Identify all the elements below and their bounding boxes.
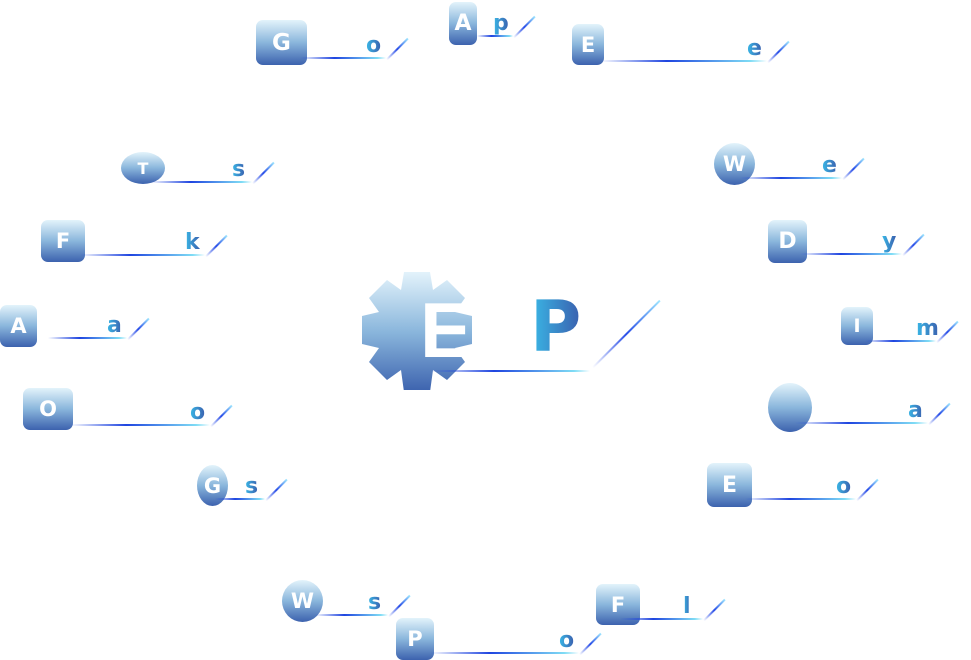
headset-icon bbox=[768, 383, 812, 432]
center-first-letter: E bbox=[420, 286, 472, 374]
node-last-letter: m bbox=[916, 316, 939, 341]
center-underline bbox=[430, 370, 590, 372]
node-last-letter: k bbox=[185, 230, 200, 255]
node-last-letter: s bbox=[232, 157, 246, 182]
node-last-letter: o bbox=[559, 628, 575, 653]
list-edit-icon: E bbox=[707, 463, 752, 507]
node-accent-slash bbox=[703, 598, 726, 622]
node-last-letter: e bbox=[822, 153, 837, 178]
heart-check-icon: T bbox=[121, 152, 165, 184]
mobile-phone-icon: A bbox=[449, 2, 477, 45]
node-underline bbox=[80, 254, 205, 256]
receipt-dollar-icon: P bbox=[396, 618, 434, 660]
node-first-letter: G bbox=[203, 473, 222, 498]
node-last-letter: o bbox=[190, 400, 206, 425]
node-accent-slash bbox=[205, 234, 228, 258]
node-accent-slash bbox=[265, 478, 288, 502]
node-first-letter: F bbox=[55, 229, 71, 253]
node-first-letter: A bbox=[454, 11, 472, 36]
node-underline bbox=[600, 60, 767, 62]
node-last-letter: l bbox=[683, 594, 691, 619]
node-first-letter: I bbox=[853, 315, 861, 337]
node-first-letter: W bbox=[290, 589, 315, 613]
node-underline bbox=[865, 340, 936, 342]
node-last-letter: o bbox=[366, 33, 382, 58]
node-accent-slash bbox=[936, 320, 959, 344]
node-underline bbox=[70, 424, 210, 426]
lock-icon: E bbox=[572, 24, 604, 65]
node-underline bbox=[48, 337, 127, 339]
hand-box-icon: D bbox=[768, 220, 807, 263]
node-underline bbox=[795, 422, 928, 424]
node-accent-slash bbox=[842, 157, 865, 181]
document-icon: I bbox=[841, 307, 873, 345]
node-last-letter: s bbox=[368, 590, 382, 615]
node-last-letter: o bbox=[836, 474, 852, 499]
node-last-letter: e bbox=[747, 36, 762, 61]
node-first-letter: P bbox=[407, 627, 423, 651]
node-first-letter: F bbox=[610, 592, 626, 617]
node-accent-slash bbox=[856, 478, 879, 502]
node-underline bbox=[300, 57, 386, 59]
node-accent-slash bbox=[388, 594, 411, 618]
node-underline bbox=[620, 618, 703, 620]
node-accent-slash bbox=[386, 37, 409, 61]
node-last-letter: y bbox=[882, 229, 897, 254]
globe-icon: W bbox=[714, 143, 755, 185]
node-first-letter: E bbox=[580, 32, 596, 57]
node-first-letter: D bbox=[778, 229, 797, 254]
thumbs-up-chat-icon: F bbox=[41, 220, 85, 262]
node-underline bbox=[477, 35, 513, 37]
node-first-letter: O bbox=[39, 397, 57, 421]
node-first-letter: W bbox=[722, 152, 747, 176]
node-accent-slash bbox=[579, 632, 602, 656]
money-clipboard-icon: O bbox=[23, 388, 73, 430]
node-accent-slash bbox=[252, 161, 275, 185]
node-accent-slash bbox=[127, 317, 150, 341]
node-first-letter: G bbox=[272, 29, 291, 56]
node-underline bbox=[430, 652, 579, 654]
center-last-letter: P bbox=[530, 286, 582, 368]
node-last-letter: a bbox=[107, 313, 122, 338]
bar-chart-icon: G bbox=[256, 20, 307, 65]
node-first-letter: A bbox=[10, 314, 27, 338]
node-accent-slash bbox=[902, 233, 925, 257]
node-underline bbox=[745, 498, 856, 500]
node-last-letter: s bbox=[245, 474, 259, 499]
node-underline bbox=[740, 177, 842, 179]
center-accent-slash bbox=[592, 299, 661, 369]
node-first-letter: T bbox=[137, 158, 149, 178]
node-accent-slash bbox=[513, 15, 536, 39]
node-last-letter: p bbox=[493, 11, 509, 36]
gear-icon: E bbox=[362, 272, 472, 390]
node-underline bbox=[315, 614, 388, 616]
address-book-icon: A bbox=[0, 305, 37, 347]
node-underline bbox=[150, 181, 252, 183]
node-accent-slash bbox=[928, 402, 951, 426]
node-underline bbox=[800, 253, 902, 255]
node-last-letter: a bbox=[908, 398, 923, 423]
node-accent-slash bbox=[210, 404, 233, 428]
node-first-letter: E bbox=[721, 472, 738, 498]
node-accent-slash bbox=[767, 40, 790, 64]
node-underline bbox=[215, 498, 265, 500]
